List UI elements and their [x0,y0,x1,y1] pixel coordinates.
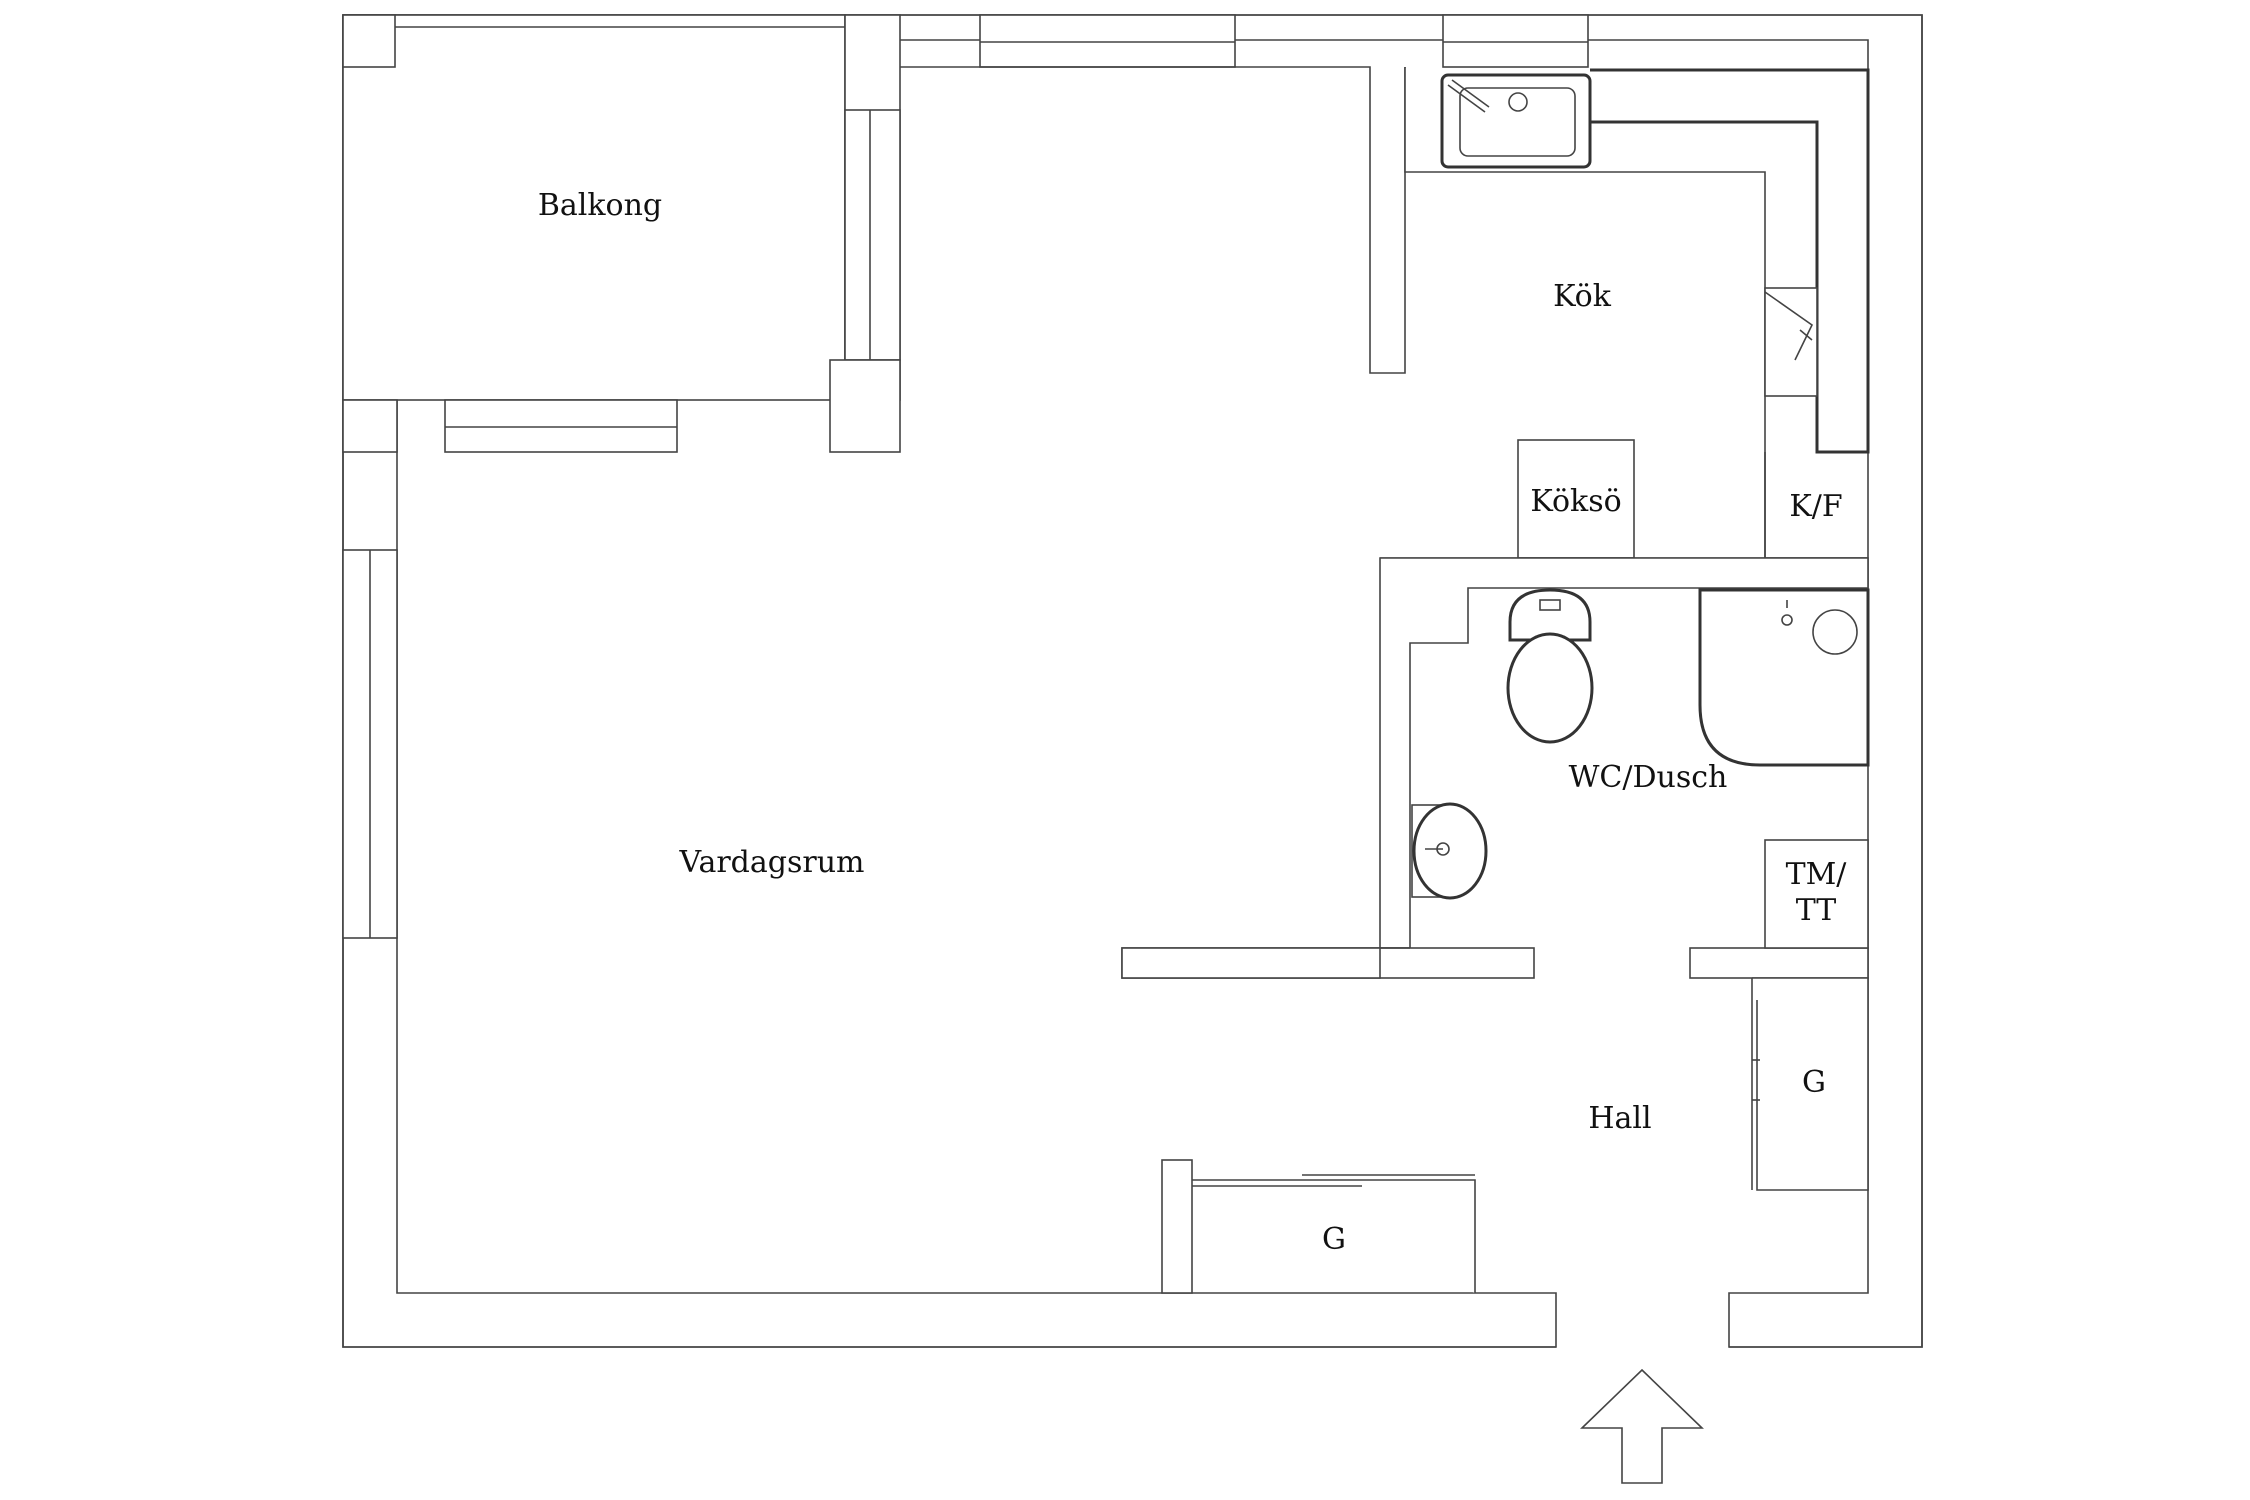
living-room-walls [1121,947,1381,1294]
shower-drain-icon [1698,588,1870,767]
room-label-vardagsrum: Vardagsrum [679,845,865,880]
room-label-wc-dusch: WC/Dusch [1569,760,1728,795]
room-label-kf: K/F [1789,489,1842,524]
kitchen-sink-icon [1440,73,1592,169]
balcony [342,14,1406,453]
hall-storage [1192,977,1869,1293]
room-label-g-living: G [1322,1222,1346,1257]
toilet-icon [1506,588,1594,744]
wc-shower-room [1121,557,1870,979]
room-label-g-hall: G [1802,1065,1826,1100]
room-label-koksoe: Köksö [1530,484,1621,519]
entrance-arrow-icon [1580,1368,1704,1484]
room-label-tm-tt-line2: TT [1796,893,1837,928]
room-label-tm-tt-line1: TM/ [1786,857,1848,892]
room-label-kok: Kök [1553,279,1612,314]
room-label-balkong: Balkong [538,188,662,223]
room-label-hall: Hall [1588,1101,1651,1136]
kitchen [1404,67,1870,559]
windows [342,14,1589,939]
washbasin-icon [1411,802,1488,900]
